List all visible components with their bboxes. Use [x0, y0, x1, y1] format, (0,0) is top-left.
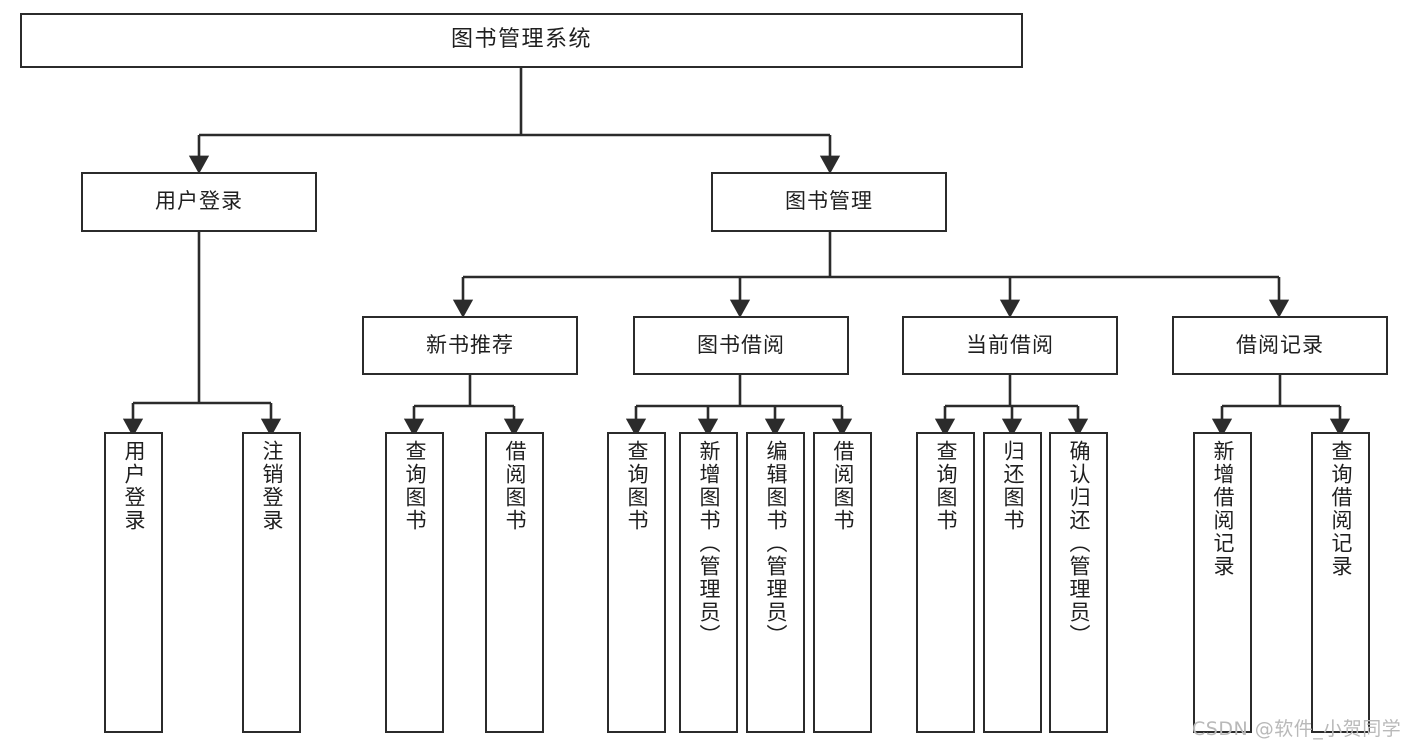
node-label: 当前借阅: [966, 332, 1054, 357]
node-user-login[interactable]: 用户登录: [81, 172, 317, 232]
node-label: 归还图书: [1000, 440, 1025, 532]
node-label: 新增图书（管理员）: [696, 440, 721, 647]
node-label: 查询图书: [933, 440, 958, 532]
node-borrowing-records[interactable]: 借阅记录: [1172, 316, 1388, 375]
leaf-borrow-borrow-book[interactable]: 借阅图书: [813, 432, 872, 733]
node-root-book-management-system[interactable]: 图书管理系统: [20, 13, 1023, 68]
leaf-user-login-login[interactable]: 用户登录: [104, 432, 163, 733]
node-label: 借阅图书: [830, 440, 855, 532]
node-new-book-recommendation[interactable]: 新书推荐: [362, 316, 578, 375]
leaf-current-query-book[interactable]: 查询图书: [916, 432, 975, 733]
node-label: 用户登录: [155, 189, 243, 214]
leaf-new-book-borrow-book[interactable]: 借阅图书: [485, 432, 544, 733]
node-label: 借阅图书: [502, 440, 527, 532]
leaf-record-add-borrow-record[interactable]: 新增借阅记录: [1193, 432, 1252, 733]
leaf-current-confirm-return-admin[interactable]: 确认归还（管理员）: [1049, 432, 1108, 733]
leaf-user-login-logout[interactable]: 注销登录: [242, 432, 301, 733]
node-label: 图书管理系统: [450, 27, 592, 53]
node-label: 新书推荐: [426, 332, 514, 357]
leaf-record-query-borrow-record[interactable]: 查询借阅记录: [1311, 432, 1370, 733]
leaf-new-book-query-book[interactable]: 查询图书: [385, 432, 444, 733]
node-label: 图书借阅: [697, 332, 785, 357]
node-label: 新增借阅记录: [1210, 440, 1235, 578]
node-label: 图书管理: [785, 189, 873, 214]
leaf-current-return-book[interactable]: 归还图书: [983, 432, 1042, 733]
node-label: 查询图书: [624, 440, 649, 532]
node-current-borrowing[interactable]: 当前借阅: [902, 316, 1118, 375]
node-label: 查询图书: [402, 440, 427, 532]
node-label: 用户登录: [121, 440, 146, 532]
node-label: 编辑图书（管理员）: [763, 440, 788, 647]
node-label: 借阅记录: [1236, 332, 1324, 357]
watermark-csdn: CSDN @软件_小贺同学: [1192, 718, 1402, 740]
node-label: 确认归还（管理员）: [1066, 440, 1091, 647]
leaf-borrow-edit-book-admin[interactable]: 编辑图书（管理员）: [746, 432, 805, 733]
node-book-borrowing[interactable]: 图书借阅: [633, 316, 849, 375]
leaf-borrow-query-book[interactable]: 查询图书: [607, 432, 666, 733]
node-label: 查询借阅记录: [1328, 440, 1353, 578]
leaf-borrow-add-book-admin[interactable]: 新增图书（管理员）: [679, 432, 738, 733]
node-label: 注销登录: [259, 440, 284, 532]
node-book-management[interactable]: 图书管理: [711, 172, 947, 232]
